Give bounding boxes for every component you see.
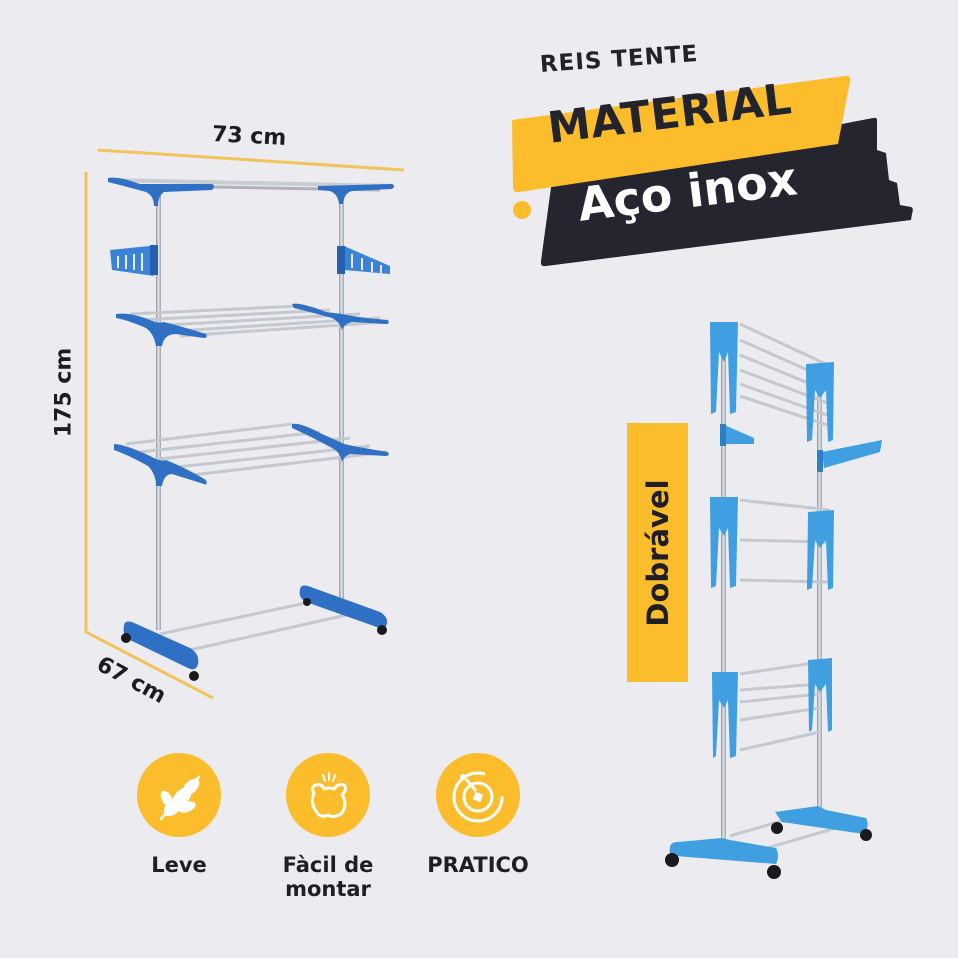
target-icon — [452, 771, 504, 823]
feature-easy-assembly-line2: montar — [285, 877, 371, 901]
assembly-icon — [310, 772, 348, 819]
feature-easy-assembly-label: Fàcil de montar — [258, 853, 398, 901]
feature-easy-assembly-badge — [286, 753, 370, 837]
feature-light-badge — [137, 753, 221, 837]
feature-easy-assembly-line1: Fàcil de — [282, 853, 374, 877]
feature-practical-badge — [436, 753, 520, 837]
feature-practical-label: PRATICO — [427, 853, 529, 877]
feature-light-label: Leve — [151, 853, 207, 877]
feature-light: Leve — [109, 753, 249, 877]
feather-icon — [159, 775, 201, 821]
feature-practical: PRATICO — [408, 753, 548, 877]
foldable-badge: Dobrável — [627, 423, 688, 682]
feature-easy-assembly: Fàcil de montar — [258, 753, 398, 901]
